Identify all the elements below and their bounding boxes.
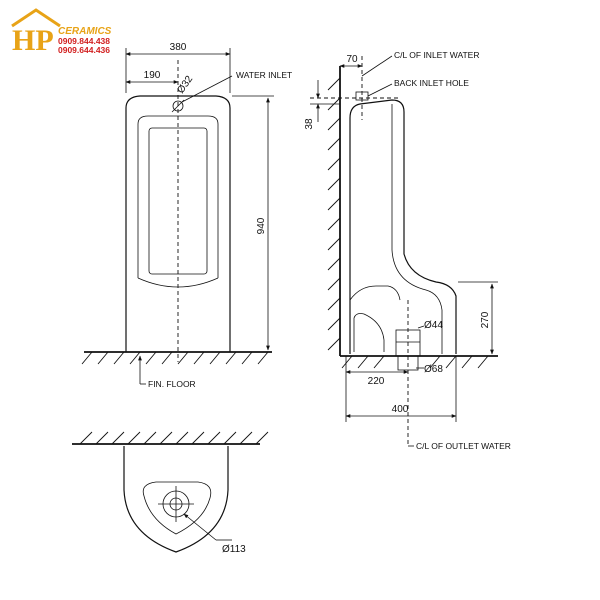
side-body-inner (391, 104, 443, 354)
side-outlet-dia-outer: Ø68 (424, 364, 443, 375)
front-inlet-circle (172, 100, 184, 112)
front-half-width-dim: 190 (144, 70, 161, 81)
side-depth-dim: 400 (392, 404, 409, 415)
back-inlet-label: BACK INLET HOLE (394, 78, 469, 88)
side-outlet-offset-dim: 220 (368, 376, 385, 387)
front-floor-hatch (81, 351, 269, 365)
side-view: 70 38 C/L OF INLET WATER BACK INLET HOLE… (304, 50, 511, 451)
side-outlet-dia-inner: Ø44 (424, 320, 443, 331)
side-bowl-lip (349, 285, 401, 301)
side-trap (353, 313, 385, 352)
front-width-dim: 380 (170, 42, 187, 53)
logo-brand: HP (12, 24, 54, 57)
outlet-water-label: C/L OF OUTLET WATER (416, 441, 511, 451)
brand-logo: HP CERAMICS 0909.844.438 0909.644.436 (11, 8, 112, 57)
front-view: 380 190 Ø32 WATER INLET 940 FIN. FLOOR (81, 42, 292, 389)
logo-phone-2: 0909.644.436 (58, 45, 110, 55)
side-outlet-height-dim: 270 (480, 311, 491, 328)
side-floor-hatch (341, 355, 489, 369)
top-view: Ø113 (72, 431, 269, 555)
water-inlet-label: WATER INLET (236, 70, 292, 80)
side-inlet-offset-dim: 70 (346, 54, 358, 65)
front-inlet-dia: Ø32 (175, 74, 195, 96)
side-body-outline (349, 99, 457, 354)
fin-floor-label: FIN. FLOOR (148, 379, 196, 389)
water-inlet-leader (181, 75, 233, 103)
side-inlet-drop-dim: 38 (304, 118, 315, 130)
house-roof-icon (11, 8, 61, 28)
top-body-outline (123, 446, 229, 553)
top-drain-dia: Ø113 (222, 544, 246, 555)
inlet-water-label: C/L OF INLET WATER (394, 50, 479, 60)
top-bowl-outline (142, 481, 212, 535)
side-wall-hatch (327, 77, 341, 351)
top-wall-hatch (79, 431, 269, 445)
front-height-dim: 940 (256, 217, 267, 234)
logo-phone-1: 0909.844.438 (58, 36, 110, 46)
logo-subtitle: CERAMICS (58, 26, 112, 37)
